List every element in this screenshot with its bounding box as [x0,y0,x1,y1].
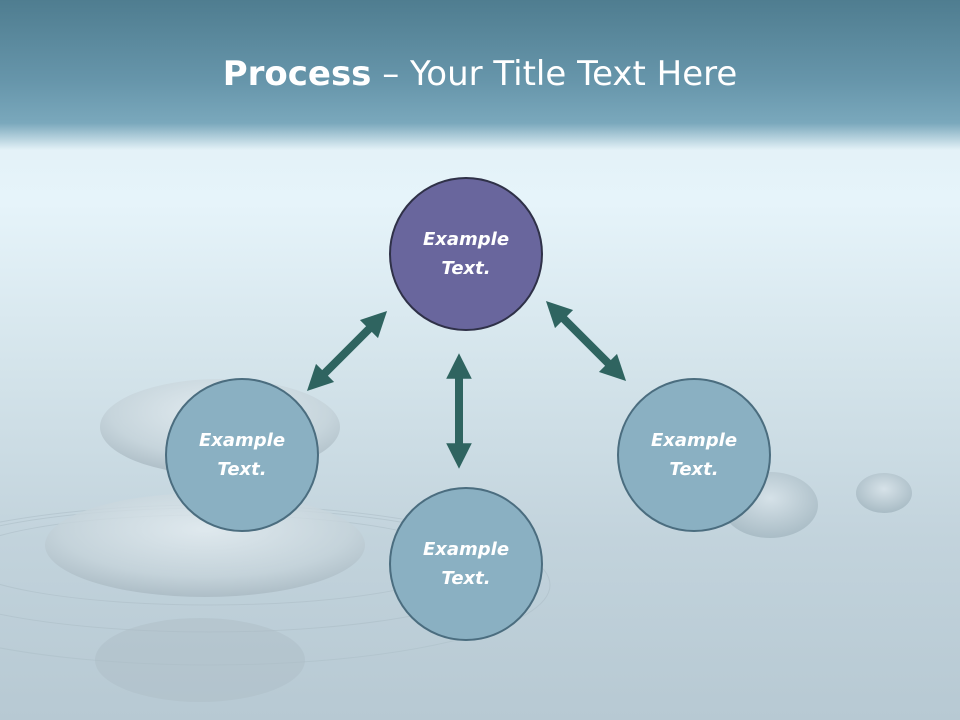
slide-title-rest: – Your Title Text Here [371,54,738,94]
process-node-right[interactable]: Example Text. [617,378,771,532]
process-node-bottom-label: Example Text. [422,539,510,589]
arrow-top-right [545,300,627,382]
process-node-top-label: Example Text. [422,229,510,279]
process-node-top[interactable]: Example Text. [389,177,543,331]
title-banner [0,0,960,150]
slide-title-bold: Process [222,54,372,94]
arrow-top-left [306,310,388,392]
process-node-left-label: Example Text. [198,430,286,480]
process-node-right-label: Example Text. [650,430,738,480]
process-node-left[interactable]: Example Text. [165,378,319,532]
process-node-bottom[interactable]: Example Text. [389,487,543,641]
slide-title: Process – Your Title Text Here [0,52,960,96]
